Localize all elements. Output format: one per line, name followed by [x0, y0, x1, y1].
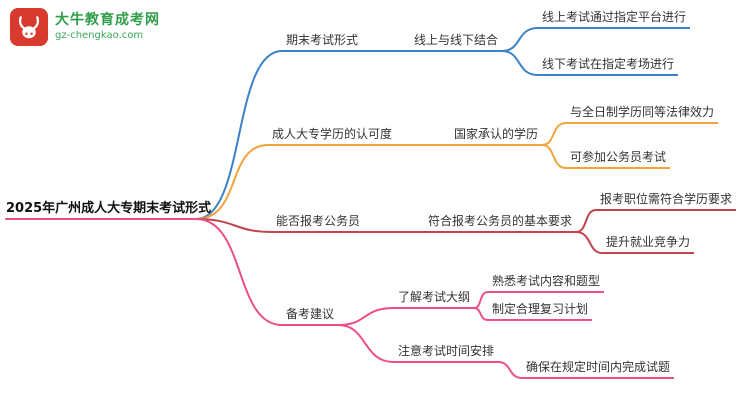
link-prep-advice-to-schedule [337, 324, 395, 363]
leaf-employment-competitiveness: 提升就业竞争力 [602, 235, 695, 254]
link-online-offline-to-offline-room [501, 50, 539, 76]
root-node: 2025年广州成人大专期末考试形式 [6, 201, 212, 216]
link-basic-requirements-to-position-requirement [575, 209, 597, 233]
node-online-offline-combined: 线上与线下结合 [410, 33, 503, 52]
bull-logo-icon [10, 8, 48, 46]
node-basic-requirements: 符合报考公务员的基本要求 [424, 214, 577, 233]
leaf-online-platform: 线上考试通过指定平台进行 [538, 10, 691, 29]
link-schedule-to-finish-on-time [497, 361, 523, 379]
link-root-to-recognition [195, 144, 269, 220]
leaf-offline-exam-room: 线下考试在指定考场进行 [538, 57, 679, 76]
link-syllabus-to-content-types [473, 291, 489, 309]
link-prep-advice-to-syllabus [337, 307, 395, 326]
bull-icon [18, 16, 40, 39]
leaf-can-take-civil-exam: 可参加公务员考试 [566, 150, 671, 169]
link-state-recognized-to-civil-exam [541, 144, 567, 169]
leaf-same-legal-effect: 与全日制学历同等法律效力 [566, 105, 719, 124]
link-syllabus-to-review-plan [473, 307, 489, 321]
branch-civil-servant-eligibility: 能否报考公务员 [272, 214, 365, 233]
logo-title: 大牛教育成考网 [55, 12, 160, 28]
node-state-recognized: 国家承认的学历 [450, 127, 543, 146]
node-know-syllabus: 了解考试大纲 [394, 290, 475, 309]
leaf-position-degree-requirement: 报考职位需符合学历要求 [596, 192, 737, 211]
link-basic-requirements-to-competitiveness [575, 231, 603, 254]
leaf-familiar-content-types: 熟悉考试内容和题型 [488, 274, 605, 293]
branch-diploma-recognition: 成人大专学历的认可度 [268, 127, 397, 146]
link-state-recognized-to-legal-effect [541, 122, 567, 146]
link-root-to-prep-advice [5, 218, 283, 326]
logo-domain: gz-chengkao.com [55, 30, 144, 41]
site-logo: 大牛教育成考网 gz-chengkao.com [10, 8, 160, 46]
branch-prep-advice: 备考建议 [282, 307, 339, 326]
node-exam-time-schedule: 注意考试时间安排 [394, 344, 499, 363]
link-online-offline-to-online-platform [501, 27, 539, 52]
link-root-to-civil-servant [195, 218, 273, 233]
leaf-review-plan: 制定合理复习计划 [488, 302, 593, 321]
link-root-to-exam-format [195, 50, 283, 220]
logo-text: 大牛教育成考网 gz-chengkao.com [55, 12, 160, 42]
leaf-finish-within-time: 确保在规定时间内完成试题 [522, 360, 675, 379]
branch-exam-format: 期末考试形式 [282, 33, 363, 52]
